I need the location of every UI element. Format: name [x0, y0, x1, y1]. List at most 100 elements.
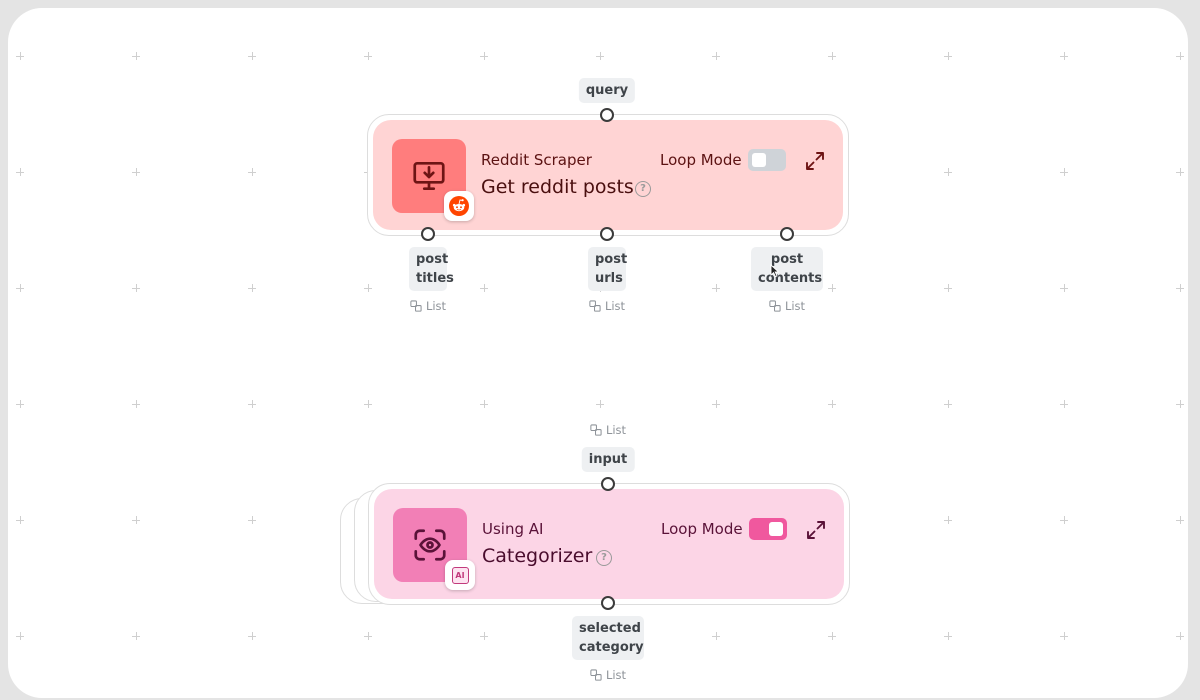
grid-marker: [944, 52, 952, 60]
grid-marker: [132, 400, 140, 408]
grid-marker: [248, 52, 256, 60]
loop-mode-label: Loop Mode: [660, 151, 742, 169]
help-icon[interactable]: ?: [596, 550, 612, 566]
output-label-post-contents: post contents: [751, 247, 823, 291]
loop-mode-toggle[interactable]: [748, 149, 786, 171]
node-body: Reddit Scraper Get reddit posts ? Loop M…: [373, 120, 843, 230]
grid-marker: [596, 400, 604, 408]
grid-marker: [1176, 284, 1184, 292]
type-label: List: [604, 299, 626, 313]
grid-marker: [1176, 52, 1184, 60]
grid-marker: [1176, 400, 1184, 408]
grid-marker: [1176, 632, 1184, 640]
categorizer-node[interactable]: AI Using AI Categorizer ? Loop Mode: [368, 483, 850, 605]
grid-marker: [1060, 168, 1068, 176]
grid-marker: [132, 516, 140, 524]
loop-mode-toggle[interactable]: [749, 518, 787, 540]
grid-marker: [480, 284, 488, 292]
grid-marker: [364, 52, 372, 60]
grid-marker: [944, 516, 952, 524]
output-label-post-titles: post titles: [409, 247, 454, 291]
grid-marker: [364, 400, 372, 408]
node-title: Categorizer: [482, 545, 593, 567]
grid-marker: [248, 284, 256, 292]
output-port-post-contents[interactable]: [780, 227, 794, 241]
grid-marker: [712, 632, 720, 640]
grid-marker: [1060, 632, 1068, 640]
grid-marker: [944, 284, 952, 292]
reddit-icon: [444, 191, 474, 221]
grid-marker: [364, 632, 372, 640]
grid-marker: [480, 632, 488, 640]
output-label-selected-category: selected category: [572, 616, 644, 660]
expand-icon[interactable]: [804, 518, 828, 542]
grid-marker: [16, 52, 24, 60]
expand-icon[interactable]: [803, 149, 827, 173]
grid-marker: [132, 632, 140, 640]
loop-mode-label: Loop Mode: [661, 520, 743, 538]
output-type-post-urls: List: [589, 299, 625, 313]
output-port-selected-category[interactable]: [601, 596, 615, 610]
list-icon: [410, 299, 422, 312]
grid-marker: [248, 632, 256, 640]
grid-marker: [1176, 168, 1184, 176]
output-type-post-titles: List: [410, 299, 446, 313]
workflow-canvas[interactable]: query: [8, 8, 1188, 698]
node-title: Get reddit posts: [481, 176, 634, 198]
output-type-selected-category: List: [590, 668, 626, 682]
grid-marker: [364, 284, 372, 292]
output-type-post-contents: List: [769, 299, 805, 313]
input-port-input[interactable]: [601, 477, 615, 491]
list-icon: [590, 423, 602, 436]
node-category: Reddit Scraper: [481, 151, 592, 169]
grid-marker: [16, 168, 24, 176]
grid-marker: [828, 52, 836, 60]
grid-marker: [480, 400, 488, 408]
grid-marker: [1060, 516, 1068, 524]
grid-marker: [944, 632, 952, 640]
list-icon: [769, 299, 781, 312]
grid-marker: [248, 516, 256, 524]
list-icon: [590, 668, 602, 681]
grid-marker: [132, 168, 140, 176]
grid-marker: [132, 52, 140, 60]
ai-icon: AI: [445, 560, 475, 590]
list-icon: [589, 299, 601, 312]
grid-marker: [828, 284, 836, 292]
grid-marker: [944, 400, 952, 408]
node-category: Using AI: [482, 520, 544, 538]
grid-marker: [944, 168, 952, 176]
grid-marker: [1060, 52, 1068, 60]
input-port-query[interactable]: [600, 108, 614, 122]
grid-marker: [828, 400, 836, 408]
input-type-list: List: [590, 423, 626, 437]
output-port-post-titles[interactable]: [421, 227, 435, 241]
grid-marker: [1060, 284, 1068, 292]
grid-marker: [712, 52, 720, 60]
type-label: List: [605, 668, 627, 682]
output-port-post-urls[interactable]: [600, 227, 614, 241]
type-label: List: [425, 299, 447, 313]
grid-marker: [248, 400, 256, 408]
mouse-cursor-icon: [770, 264, 780, 278]
reddit-scraper-node[interactable]: Reddit Scraper Get reddit posts ? Loop M…: [367, 114, 849, 236]
output-label-post-urls: post urls: [588, 247, 627, 291]
grid-marker: [596, 52, 604, 60]
grid-marker: [712, 400, 720, 408]
grid-marker: [1060, 400, 1068, 408]
input-port-label-query: query: [578, 78, 636, 103]
node-body: AI Using AI Categorizer ? Loop Mode: [374, 489, 844, 599]
grid-marker: [132, 284, 140, 292]
input-port-label-input: input: [581, 447, 635, 472]
grid-marker: [828, 632, 836, 640]
grid-marker: [16, 284, 24, 292]
grid-marker: [16, 400, 24, 408]
grid-marker: [16, 632, 24, 640]
grid-marker: [1176, 516, 1184, 524]
grid-marker: [16, 516, 24, 524]
grid-marker: [248, 168, 256, 176]
grid-marker: [712, 284, 720, 292]
type-label: List: [784, 299, 806, 313]
type-label: List: [605, 423, 627, 437]
help-icon[interactable]: ?: [635, 181, 651, 197]
